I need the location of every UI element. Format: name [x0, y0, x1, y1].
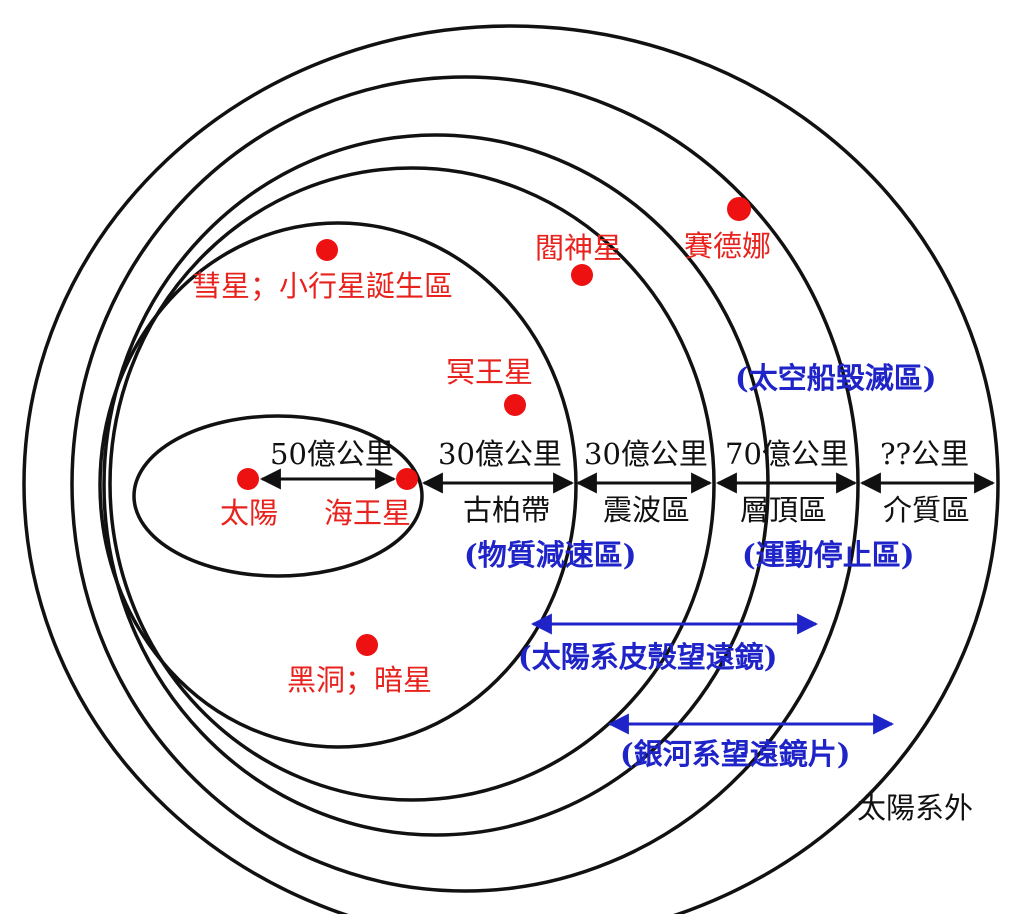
distance-label-1: 50億公里	[270, 437, 394, 471]
black-hole-label: 黑洞；暗星	[287, 663, 432, 697]
stop-zone-label: (運動停止區)	[742, 538, 914, 572]
deceleration-zone-label: (物質減速區)	[464, 538, 636, 572]
distance-label-3: 30億公里	[584, 437, 708, 471]
pluto-label: 冥王星	[446, 355, 533, 389]
shell-telescope-label: (太陽系皮殼望遠鏡)	[518, 640, 777, 674]
outer-ring-1	[108, 166, 716, 802]
neptune-label: 海王星	[324, 496, 411, 530]
sedna-label: 賽德娜	[684, 229, 771, 263]
distance-label-5: ??公里	[880, 437, 969, 471]
galaxy-telescope-label: (銀河系望遠鏡片)	[620, 737, 850, 771]
distance-label-4: 70億公里	[725, 437, 849, 471]
outer-ring-2	[102, 133, 770, 837]
zone-label-shock: 震波區	[603, 493, 690, 527]
hades-dot	[571, 264, 593, 286]
hades-label: 閻神星	[535, 231, 622, 265]
black-hole-dot	[356, 634, 378, 656]
comet-zone-dot	[316, 239, 338, 261]
sun-dot	[237, 468, 259, 490]
outer-ring-4	[22, 24, 1000, 914]
comet-zone-label: 彗星；小行星誕生區	[192, 269, 453, 303]
inner-ring-1	[132, 414, 424, 578]
outer-ring-3	[70, 75, 860, 893]
zone-label-heliopause: 層頂區	[740, 493, 827, 527]
zone-label-medium: 介質區	[883, 493, 970, 527]
outside-solar-system-label: 太陽系外	[857, 791, 973, 825]
neptune-dot	[396, 468, 418, 490]
zone-label-kuiper: 古柏帶	[463, 493, 550, 527]
destroy-zone-label: (太空船毀滅區)	[735, 361, 936, 395]
pluto-dot	[504, 394, 526, 416]
sun-label: 太陽	[220, 496, 278, 530]
distance-label-2: 30億公里	[438, 437, 562, 471]
sedna-dot	[727, 197, 751, 221]
